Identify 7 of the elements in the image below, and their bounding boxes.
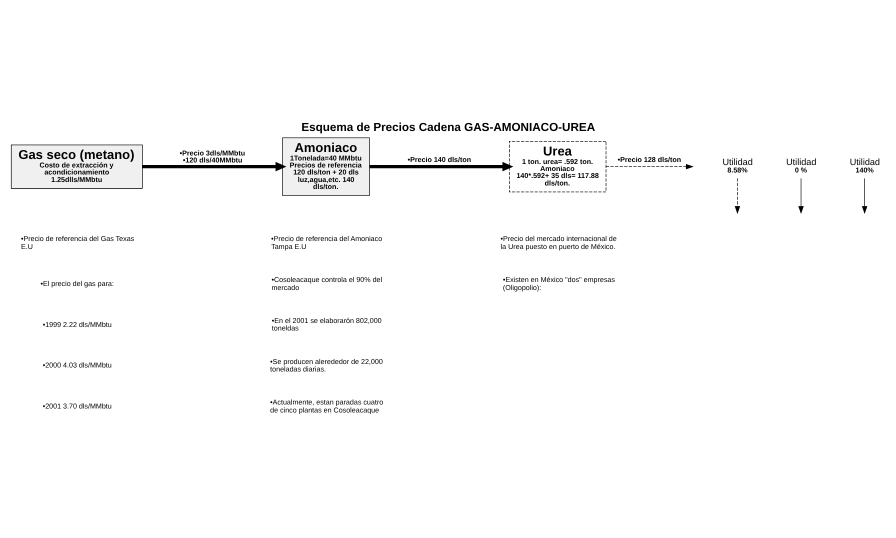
arrow bbox=[798, 178, 804, 214]
arrow bbox=[606, 164, 694, 170]
arrow bbox=[370, 162, 514, 172]
arrow bbox=[142, 162, 286, 172]
diagram-title: Esquema de Precios Cadena GAS-AMONIACO-UREA bbox=[301, 120, 596, 134]
arrow bbox=[734, 178, 740, 214]
arrow bbox=[862, 178, 868, 214]
